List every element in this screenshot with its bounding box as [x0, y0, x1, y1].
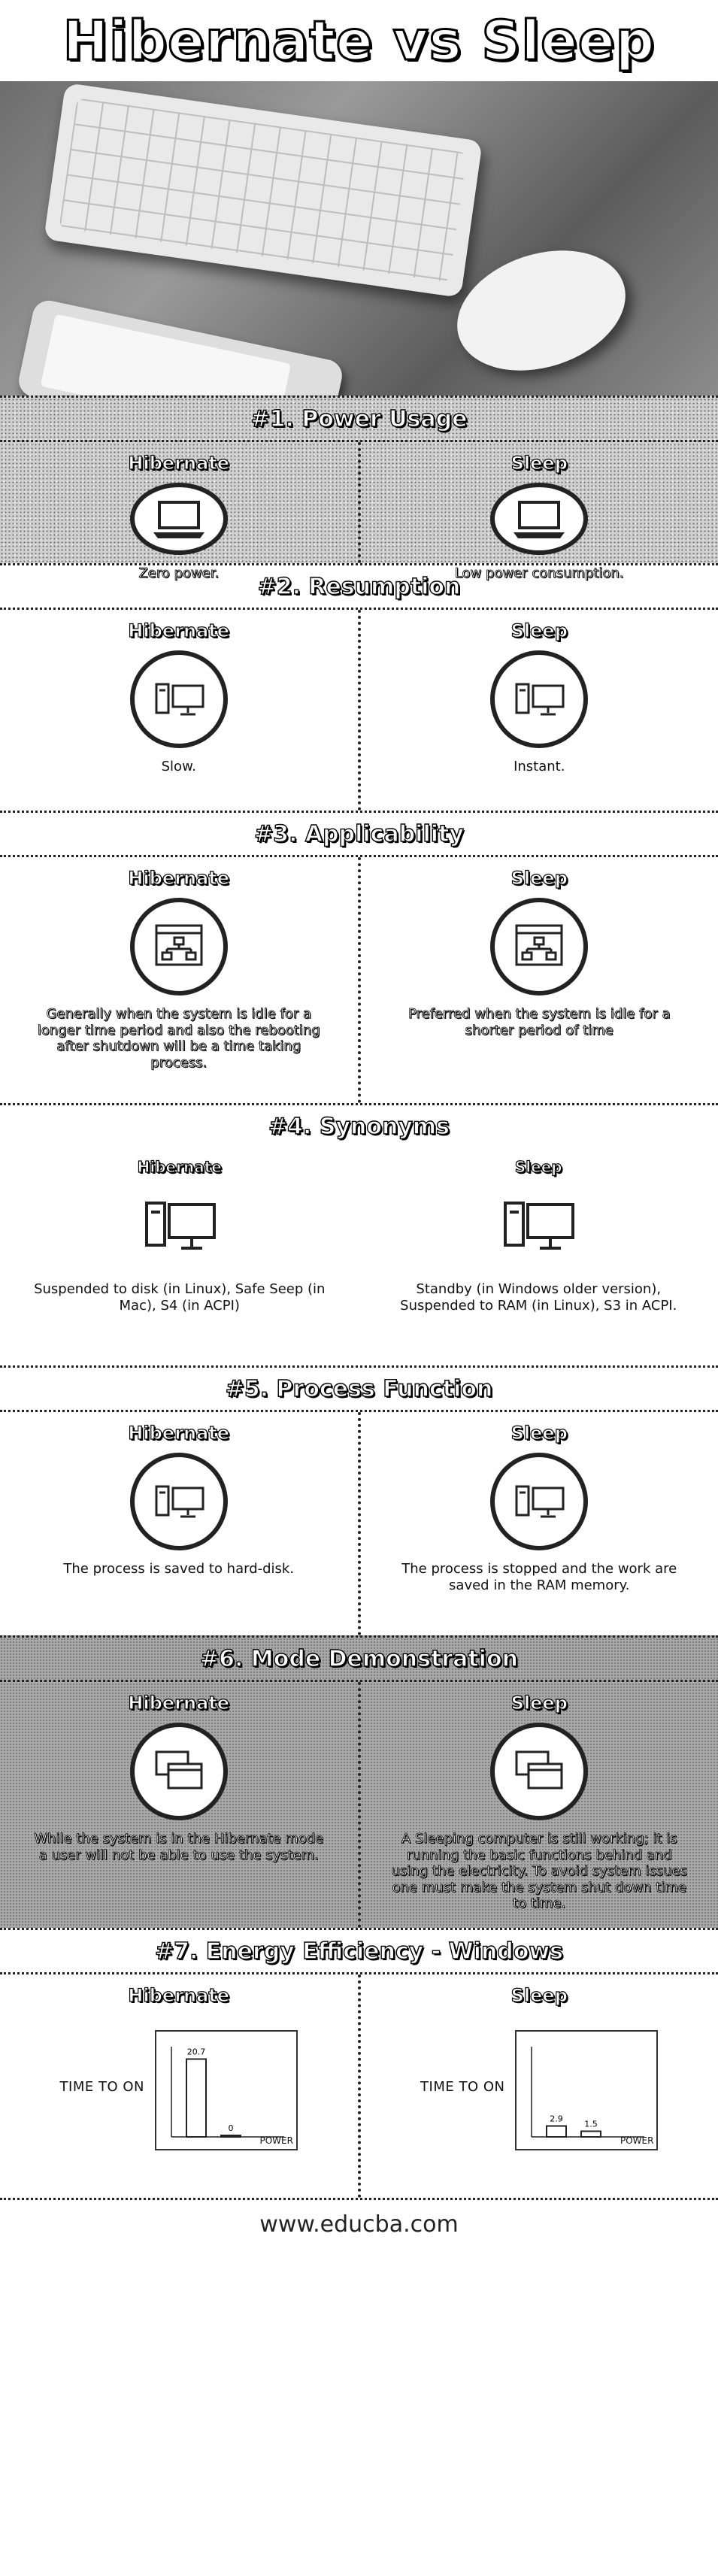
keyboard-image [44, 83, 483, 298]
phone-image [16, 297, 345, 395]
column-sleep: Sleep A Sleeping computer is still worki… [357, 1682, 718, 1928]
column-hibernate: Hibernate Slow. [0, 610, 358, 811]
desktop-computer-icon [135, 1185, 225, 1271]
header: Hibernate vs Sleep [0, 0, 718, 81]
footer-url[interactable]: www.educba.com [259, 2211, 459, 2238]
section-synonyms: #4. Synonyms Hibernate Suspended to disk… [0, 1103, 718, 1365]
column-hibernate: Hibernate The process is saved to hard-d… [0, 1412, 358, 1635]
bar [580, 2130, 602, 2138]
section-title: #6. Mode Demonstration [199, 1645, 518, 1672]
column-heading: Hibernate [128, 1692, 230, 1714]
desktop-computer-icon [490, 650, 589, 748]
laptop-icon [129, 483, 228, 555]
column-text: Preferred when the system is idle for a … [407, 1006, 671, 1038]
desktop-computer-icon [129, 1453, 228, 1550]
section-process-function: #5. Process Function Hibernate The proce… [0, 1365, 718, 1635]
section-mode-demonstration: #6. Mode Demonstration Hibernate While t… [0, 1635, 718, 1928]
bar-chart: 20.70 [171, 2047, 284, 2138]
column-heading: Sleep [510, 1984, 568, 2006]
bar [185, 2058, 207, 2138]
column-text: Generally when the system is idle for a … [37, 1006, 320, 1071]
x-axis-label: POWER [620, 2135, 654, 2146]
column-heading: Sleep [510, 1692, 568, 1714]
multiple-windows-icon [129, 1723, 228, 1820]
desktop-computer-icon [493, 1185, 583, 1271]
column-text: A Sleeping computer is still working; it… [391, 1831, 688, 1912]
column-sleep: Sleep TIME TO ON 2.9 1.5 POWER [357, 1974, 718, 2198]
section-resumption: #2. Resumption Hibernate Slow. Sleep Ins… [0, 563, 718, 811]
y-axis-label: TIME TO ON [420, 2078, 505, 2095]
column-text: While the system is in the Hibernate mod… [34, 1831, 324, 1863]
y-axis-label: TIME TO ON [59, 2078, 144, 2095]
column-text: Low power consumption. [454, 565, 624, 582]
multiple-windows-icon [490, 1723, 589, 1820]
column-sleep: Sleep Preferred when the system is idle … [357, 857, 718, 1103]
column-text: Zero power. [138, 565, 220, 582]
column-heading: Sleep [510, 867, 568, 889]
section-applicability: #3. Applicability Hibernate Generally wh… [0, 811, 718, 1103]
column-text: The process is stopped and the work are … [401, 1561, 677, 1593]
column-heading: Sleep [514, 1157, 562, 1176]
desktop-computer-icon [129, 650, 228, 748]
column-hibernate: Hibernate Generally when the system is i… [0, 857, 358, 1103]
footer: www.educba.com [0, 2198, 718, 2249]
column-text: Standby (in Windows older version), Susp… [400, 1281, 677, 1314]
chart-area: 2.9 1.5 POWER [515, 2030, 659, 2150]
bar-value-label: 20.7 [187, 2047, 206, 2057]
column-heading: Sleep [510, 1422, 568, 1444]
section-title: #2. Resumption [257, 573, 461, 600]
column-text: Suspended to disk (in Linux), Safe Seep … [34, 1281, 326, 1314]
column-heading: Hibernate [128, 1422, 230, 1444]
bar-chart: 2.9 1.5 [531, 2047, 645, 2138]
chart-sleep: TIME TO ON 2.9 1.5 POWER [420, 2023, 659, 2150]
bar-value-label: 1.5 [585, 2120, 598, 2129]
section-title: #7. Energy Efficiency - Windows [154, 1938, 564, 1965]
column-heading: Hibernate [137, 1157, 222, 1176]
column-text: Instant. [514, 759, 565, 774]
main-title: Hibernate vs Sleep [62, 8, 656, 74]
column-sleep: Sleep Standby (in Windows older version)… [359, 1147, 718, 1365]
column-sleep: Sleep Instant. [357, 610, 718, 811]
column-hibernate: Hibernate While the system is in the Hib… [0, 1682, 358, 1928]
section-title: #5. Process Function [225, 1375, 493, 1402]
sitemap-window-icon [490, 898, 589, 996]
bar-value-label: 0 [228, 2123, 233, 2133]
column-hibernate: Hibernate Suspended to disk (in Linux), … [0, 1147, 359, 1365]
column-heading: Hibernate [128, 1984, 230, 2006]
x-axis-label: POWER [259, 2135, 293, 2146]
column-heading: Sleep [510, 452, 568, 474]
column-hibernate: Hibernate Zero power. [0, 442, 358, 581]
section-energy-efficiency: #7. Energy Efficiency - Windows Hibernat… [0, 1928, 718, 2198]
section-title: #3. Applicability [253, 820, 464, 847]
hero-image [0, 81, 718, 395]
column-heading: Hibernate [128, 452, 230, 474]
column-heading: Hibernate [128, 620, 230, 641]
sitemap-window-icon [129, 898, 228, 996]
section-title: #1. Power Usage [250, 405, 468, 432]
mouse-image [441, 230, 641, 391]
desktop-computer-icon [490, 1453, 589, 1550]
column-sleep: Sleep The process is stopped and the wor… [357, 1412, 718, 1635]
section-title: #4. Synonyms [268, 1113, 450, 1140]
bar-value-label: 2.9 [550, 2114, 564, 2124]
column-sleep: Sleep Low power consumption. [357, 442, 718, 581]
bar [546, 2125, 568, 2138]
section-power-usage: #1. Power Usage Hibernate Zero power. Sl… [0, 395, 718, 581]
column-text: The process is saved to hard-disk. [63, 1561, 295, 1577]
column-text: Slow. [161, 759, 196, 774]
column-heading: Hibernate [128, 867, 230, 889]
column-heading: Sleep [510, 620, 568, 641]
laptop-icon [490, 483, 589, 555]
